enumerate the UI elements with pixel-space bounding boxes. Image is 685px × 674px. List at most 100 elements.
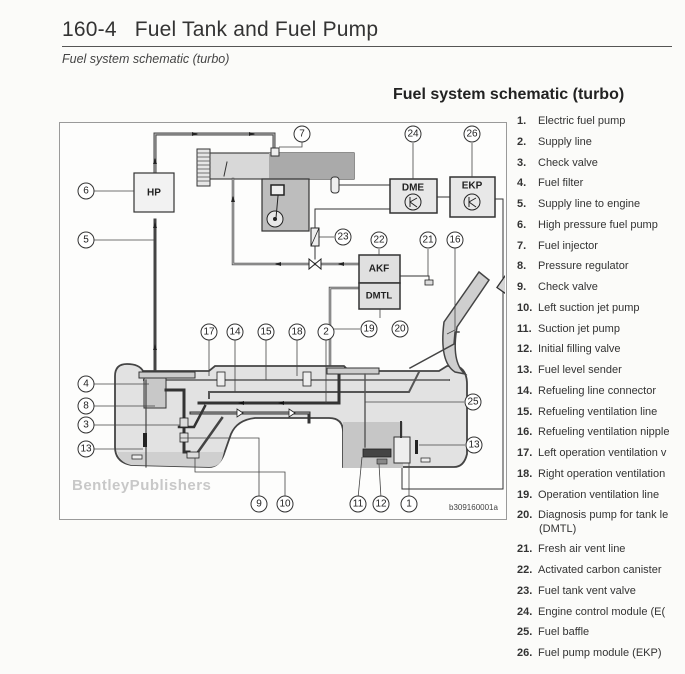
legend-item-label: Engine control module (E( — [538, 605, 666, 618]
callout-3-text: 3 — [83, 420, 89, 431]
callout-25-text: 25 — [467, 397, 479, 408]
callout-13-left: 13 — [77, 440, 95, 458]
legend-item-label: Electric fuel pump — [538, 115, 626, 127]
legend-item: 10.Left suction jet pump — [517, 301, 685, 322]
callout-17: 17 — [200, 323, 218, 341]
callout-14-text: 14 — [229, 327, 241, 338]
callout-11: 11 — [349, 495, 367, 513]
callout-19: 19 — [360, 320, 378, 338]
legend-item-number: 5. — [517, 198, 527, 210]
callout-8: 8 — [77, 397, 95, 415]
callout-6: 6 — [77, 182, 95, 200]
callout-18: 18 — [288, 323, 306, 341]
legend-item: 17. Left operation ventilation v — [517, 446, 685, 467]
callout-21: 21 — [419, 231, 437, 249]
operation-ventilation-line — [328, 286, 361, 370]
legend-item-number: 3. — [517, 156, 527, 169]
legend-item: 24.Engine control module (E( — [517, 605, 685, 626]
legend-item-number: 19. — [517, 488, 533, 501]
supply-line — [197, 372, 341, 405]
legend-item: 2.Supply line — [517, 135, 685, 156]
legend-item: 23.Fuel tank vent valve — [517, 584, 685, 605]
callout-11-text: 11 — [353, 499, 364, 510]
callout-24: 24 — [404, 125, 422, 143]
legend-item-number: 1. — [517, 115, 527, 127]
legend-item-number: 7. — [517, 239, 527, 252]
callout-1-text: 1 — [406, 499, 412, 510]
legend-item: 14. Refueling line connector — [517, 384, 685, 405]
callout-16: 16 — [446, 231, 464, 249]
left-suction-jet-pump — [186, 451, 200, 459]
dmtl-box: DMTL — [358, 282, 401, 310]
legend-item-label: Activated carbon canister — [538, 564, 662, 576]
legend-item: 4. Fuel filter — [517, 176, 685, 197]
legend-item-number: 11. — [517, 322, 532, 335]
fuel-level-sender-left — [143, 433, 147, 447]
callout-12: 12 — [372, 495, 390, 513]
flow-arrow — [249, 132, 255, 136]
callout-5-text: 5 — [83, 235, 89, 246]
legend-item: 15.Refueling ventilation line — [517, 405, 685, 426]
legend-item: 18.Right operation ventilation — [517, 467, 685, 488]
dme-box: DME — [389, 178, 438, 214]
akf-box: AKF — [358, 254, 401, 284]
legend-item-label: Suction jet pump — [538, 322, 620, 335]
filler-cap — [496, 271, 505, 297]
callout-9: 9 — [250, 495, 268, 513]
dmtl-label: DMTL — [366, 291, 393, 302]
legend-item-label: Fuel filter — [538, 177, 584, 190]
legend-item-label: Refueling line connector — [538, 384, 657, 397]
legend-item: 7. Fuel injector — [517, 239, 685, 260]
callout-13-right-text: 13 — [468, 440, 480, 451]
callout-25: 25 — [464, 393, 482, 411]
injector-body — [270, 147, 280, 157]
legend-item-label: Fresh air vent line — [538, 543, 626, 556]
legend-item-number: 17. — [517, 447, 533, 459]
hp-pump-box: HP — [133, 172, 175, 213]
callout-5: 5 — [77, 231, 95, 249]
callout-8-text: 8 — [83, 401, 89, 412]
tank-flange-left — [138, 371, 196, 379]
callout-7-text: 7 — [299, 129, 305, 140]
legend-item: 1. Electric fuel pump — [517, 114, 685, 135]
page-number: 160-4 — [62, 18, 117, 41]
legend-item-number: 12. — [517, 343, 533, 356]
legend-item-number: 26. — [517, 647, 533, 659]
callout-15: 15 — [257, 323, 275, 341]
callout-10: 10 — [276, 495, 294, 513]
intercooler-grille — [196, 148, 211, 187]
legend-item-number: 14. — [517, 384, 533, 397]
legend-item: 3.Check valve — [517, 156, 685, 177]
initial-filling-valve — [376, 458, 388, 465]
callout-17-text: 17 — [203, 327, 215, 338]
legend-item-number: 18. — [517, 467, 533, 480]
refueling-line-connector — [208, 370, 421, 399]
legend-item-label: Fuel injector — [538, 239, 598, 252]
callout-4: 4 — [77, 375, 95, 393]
callout-20: 20 — [391, 320, 409, 338]
legend-item-number: 2. — [517, 135, 527, 148]
legend-item-number: 4. — [517, 177, 527, 190]
legend-item-label: Left suction jet pump — [538, 301, 640, 314]
legend-item-label: Check valve — [538, 281, 598, 293]
callout-15-text: 15 — [260, 327, 272, 338]
suction-jet-pump — [362, 448, 392, 458]
legend-item-label: Refueling ventilation nipple — [538, 426, 670, 439]
legend-item-label: Left operation ventilation v — [538, 447, 667, 459]
legend-item-label: Pressure regulator — [538, 260, 629, 273]
callout-22-text: 22 — [373, 235, 385, 246]
ekp-box: EKP — [449, 176, 496, 218]
ekp-label: EKP — [462, 181, 483, 192]
section-title: Fuel system schematic (turbo) — [393, 86, 625, 103]
dme-label: DME — [402, 183, 425, 194]
legend-item-number: 6. — [517, 218, 527, 231]
right-operation-ventilation-valve — [302, 371, 312, 387]
hp-label: HP — [147, 188, 161, 199]
legend-item-number: 22. — [517, 564, 533, 576]
legend-item-number: 23. — [517, 584, 533, 597]
legend-item-label: High pressure fuel pump — [538, 218, 658, 231]
legend-item: 11. Suction jet pump — [517, 322, 685, 343]
legend-item: 19.Operation ventilation line — [517, 488, 685, 509]
